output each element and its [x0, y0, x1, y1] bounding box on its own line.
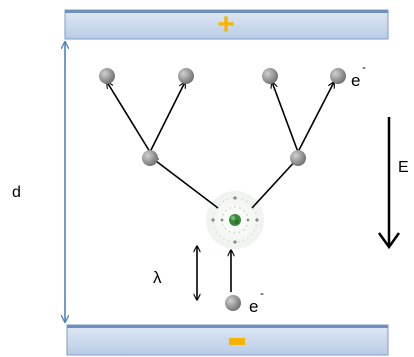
electron-label-bottom: e [249, 297, 258, 316]
electron-gen2-3 [262, 68, 278, 84]
electron-gen1-left [142, 150, 158, 166]
avalanche-arrows [107, 82, 334, 300]
electron-gen2-1 [99, 68, 115, 84]
electron-label-top-sup: - [362, 60, 366, 74]
field-arrow-head [377, 232, 401, 250]
electron-gen2-4 [330, 68, 346, 84]
electron-gen2-2 [178, 68, 194, 84]
electron-initial [225, 295, 241, 311]
atom-nucleus [229, 214, 241, 226]
mean-free-path-label: λ [153, 268, 162, 287]
bottom-plate-sign-shape [229, 338, 245, 345]
bottom-plate: - [66, 324, 389, 356]
top-plate: + [64, 8, 389, 41]
atom [206, 191, 264, 249]
electrons [99, 68, 346, 311]
electron-label-top: e [351, 71, 360, 90]
electron-gen1-right [290, 150, 306, 166]
field-label: E [398, 159, 409, 176]
gap-label: d [12, 184, 21, 201]
electron-label-bottom-sup: - [260, 286, 264, 300]
top-plate-sign: + [217, 8, 235, 41]
